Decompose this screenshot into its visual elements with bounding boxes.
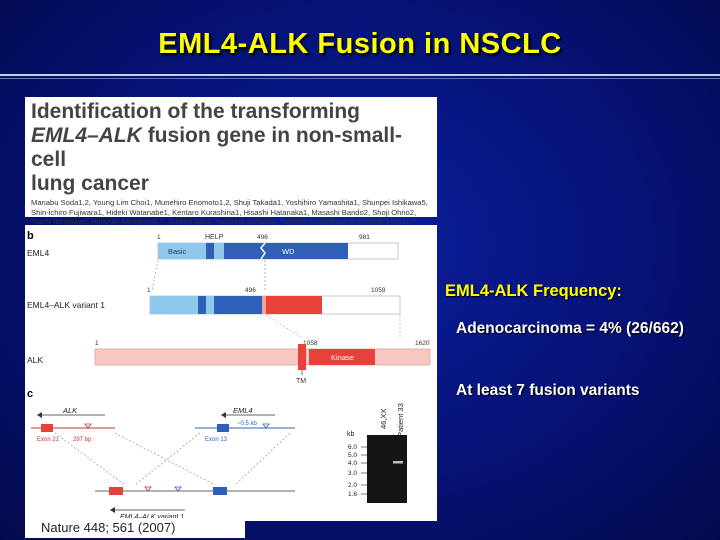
alk-pos-1620: 1620 [415, 340, 430, 347]
gel-ladder-label: 1.6 [348, 491, 357, 498]
eml4-basic-domain [158, 243, 206, 259]
paper-authors: Manabu Soda1,2, Young Lim Choi1, Munehir… [31, 198, 431, 227]
paper-title-gene: EML4–ALK [31, 124, 142, 147]
frequency-item-adenocarcinoma: Adenocarcinoma = 4% (26/662) [456, 320, 684, 337]
eml4-exon-13 [217, 424, 229, 432]
frequency-item-variants: At least 7 fusion variants [456, 382, 640, 399]
basic-label: Basic [168, 247, 187, 256]
eml4-pos-981: 981 [359, 234, 370, 241]
variant-pos-1059: 1059 [371, 287, 386, 294]
title-divider [0, 74, 720, 76]
variant-help-a [198, 296, 206, 314]
paper-title-line2: EML4–ALK fusion gene in non-small-cell [31, 124, 431, 172]
recomb-line-3 [134, 432, 201, 486]
authors-line1: Manabu Soda1,2, Young Lim Choi1, Munehir… [31, 198, 428, 207]
authors-line3: Yuichi Ishikawa6, Hiroyuki Aburatani5,7,… [31, 217, 417, 226]
recomb-line-1 [54, 432, 126, 486]
wd-label: WD [282, 247, 295, 256]
gel-ladder-label: 4.0 [348, 460, 357, 467]
slide-title: EML4-ALK Fusion in NSCLC [158, 28, 562, 60]
panel-c-letter: c [27, 388, 33, 400]
paper-title-line1: Identification of the transforming [31, 100, 360, 123]
variant-wd-domain [214, 296, 262, 314]
gel-kb-label: kb [347, 431, 355, 438]
eml4-pos-1: 1 [157, 234, 161, 241]
gel-col-label-2: Patient 33 [396, 403, 405, 437]
help-label: HELP [205, 234, 224, 241]
gel-ladder-label: 3.0 [348, 470, 357, 477]
variant-basic-domain [150, 296, 198, 314]
eml4-break-mark [260, 242, 266, 260]
recomb-line-4 [234, 432, 291, 486]
paper-title: Identification of the transforming EML4–… [31, 100, 431, 196]
variant-junction [262, 296, 266, 314]
eml4-arrowhead [221, 412, 226, 418]
kb05-label: ~0.5 kb [237, 421, 258, 427]
variant-row-label: EML4–ALK variant 1 [27, 300, 105, 310]
title-divider-shadow [0, 78, 720, 79]
alk-row-label: ALK [27, 355, 43, 365]
alk-exon-21 [41, 424, 53, 432]
gel-ladder-label: 6.0 [348, 444, 357, 451]
gel-ladder-label: 2.0 [348, 482, 357, 489]
alk-tm-domain [298, 344, 306, 370]
alk-gene-label: ALK [62, 406, 78, 415]
fusion-eml4-exon [213, 487, 227, 495]
kinase-label: Kinase [331, 353, 354, 362]
variant-pos-1: 1 [147, 287, 151, 294]
citation: Nature 448; 561 (2007) [25, 518, 245, 538]
panel-b-letter: b [27, 230, 34, 242]
authors-line2: Shin-ichiro Fujiwara1, Hideki Watanabe1,… [31, 207, 417, 217]
gel-band [393, 461, 403, 464]
eml4-help-domain-b [214, 243, 224, 259]
exon21-label: Exon 21 [37, 437, 60, 443]
gel-ladder: 6.05.04.0 3.0 2.0 1.6 [348, 444, 367, 498]
variant-help-b [206, 296, 214, 314]
variant-pos-496: 496 [245, 287, 256, 294]
eml4-pos-496: 496 [257, 234, 268, 241]
eml4-wd-domain [224, 243, 348, 259]
fusion-primer-b [174, 486, 182, 492]
paper-title-line3: lung cancer [31, 172, 149, 195]
tm-label: TM [296, 378, 306, 385]
paper-header-image: Identification of the transforming EML4–… [25, 97, 437, 226]
guide-line-left [151, 259, 159, 291]
alk-arrowhead [37, 412, 42, 418]
gel-ladder-label: 5.0 [348, 452, 357, 459]
figure-svg: b EML4 EML4–ALK variant 1 ALK 1 HELP 496… [27, 230, 431, 521]
fusion-alk-exon [109, 487, 123, 495]
guide-line-alk-left [265, 314, 302, 338]
alk-bar [94, 348, 431, 366]
fusion-primer-a [144, 486, 152, 492]
exon13-label: Exon 13 [205, 437, 228, 443]
alk-pos-1: 1 [95, 340, 99, 347]
alk-pos-1058: 1058 [303, 340, 318, 347]
paper-title-line2-rest: fusion gene in non-small-cell [31, 124, 403, 171]
recomb-line-2 [114, 432, 216, 486]
fusion-caption: EML4–ALK variant 1 [120, 514, 184, 521]
figure-panel: b EML4 EML4–ALK variant 1 ALK 1 HELP 496… [25, 225, 437, 521]
fusion-arrowhead [110, 507, 115, 513]
gel-image [367, 435, 407, 503]
eml4-help-domain-a [206, 243, 214, 259]
frequency-title: EML4-ALK Frequency: [445, 282, 622, 300]
bp297-label: 297 bp [73, 437, 92, 443]
eml4-gene-label: EML4 [233, 406, 253, 415]
gel-col-label-1: 46,XX [379, 409, 388, 429]
eml4-row-label: EML4 [27, 248, 49, 258]
eml4-primer [262, 423, 270, 429]
alk-primer [84, 423, 92, 429]
alk-kinase-domain [309, 349, 375, 365]
variant-kinase-domain [266, 296, 322, 314]
